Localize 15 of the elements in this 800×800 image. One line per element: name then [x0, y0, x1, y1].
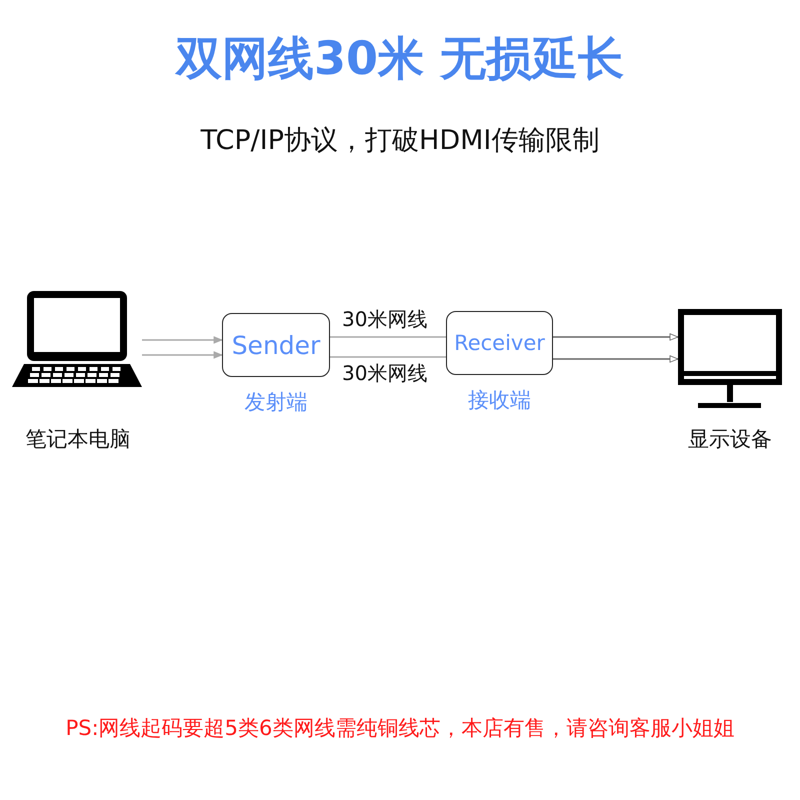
note: PS:网线起码要超5类6类网线需纯铜线芯，本店有售，请咨询客服小姐姐 — [64, 715, 736, 742]
connector-line — [330, 336, 446, 338]
node-label: 接收端 — [467, 387, 532, 414]
node-label: 笔记本电脑 — [24, 426, 132, 453]
node-label: 显示设备 — [687, 426, 773, 453]
arrow — [142, 351, 222, 359]
arrow — [142, 336, 222, 344]
arrow — [553, 355, 678, 363]
process-box: Sender — [222, 313, 330, 377]
arrow — [553, 333, 678, 341]
subtitle: TCP/IP协议，打破HDMI传输限制 — [200, 124, 600, 158]
node-label: 发射端 — [244, 389, 308, 416]
title: 双网线30米 无损延长 — [174, 30, 626, 87]
process-box: Receiver — [446, 311, 553, 375]
connector-line — [330, 356, 446, 358]
